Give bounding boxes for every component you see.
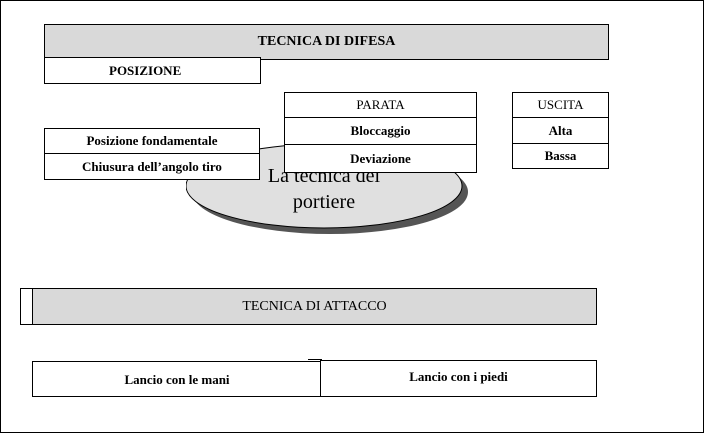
attack-item-mani: Lancio con le mani [32, 361, 322, 397]
center-label-line-2: portiere [292, 191, 356, 213]
posizione-item-chiusura: Chiusura dell’angolo tiro [44, 153, 260, 180]
attack-connector [308, 359, 322, 360]
parata-title-text: PARATA [356, 97, 405, 112]
uscita-item-alta: Alta [512, 117, 609, 144]
uscita-title: USCITA [512, 92, 609, 118]
attack-item-piedi: Lancio con i piedi [320, 360, 597, 397]
attack-title: TECNICA DI ATTACCO [32, 288, 597, 325]
uscita-title-text: USCITA [537, 97, 584, 112]
defense-title: TECNICA DI DIFESA [44, 24, 609, 60]
posizione-title: POSIZIONE [44, 57, 261, 84]
attack-title-text: TECNICA DI ATTACCO [242, 298, 387, 314]
uscita-item-bassa: Bassa [512, 143, 609, 169]
parata-item-deviazione: Deviazione [284, 144, 477, 173]
parata-title: PARATA [284, 92, 477, 118]
parata-item-bloccaggio: Bloccaggio [284, 117, 477, 145]
posizione-item-fondamentale: Posizione fondamentale [44, 128, 260, 154]
